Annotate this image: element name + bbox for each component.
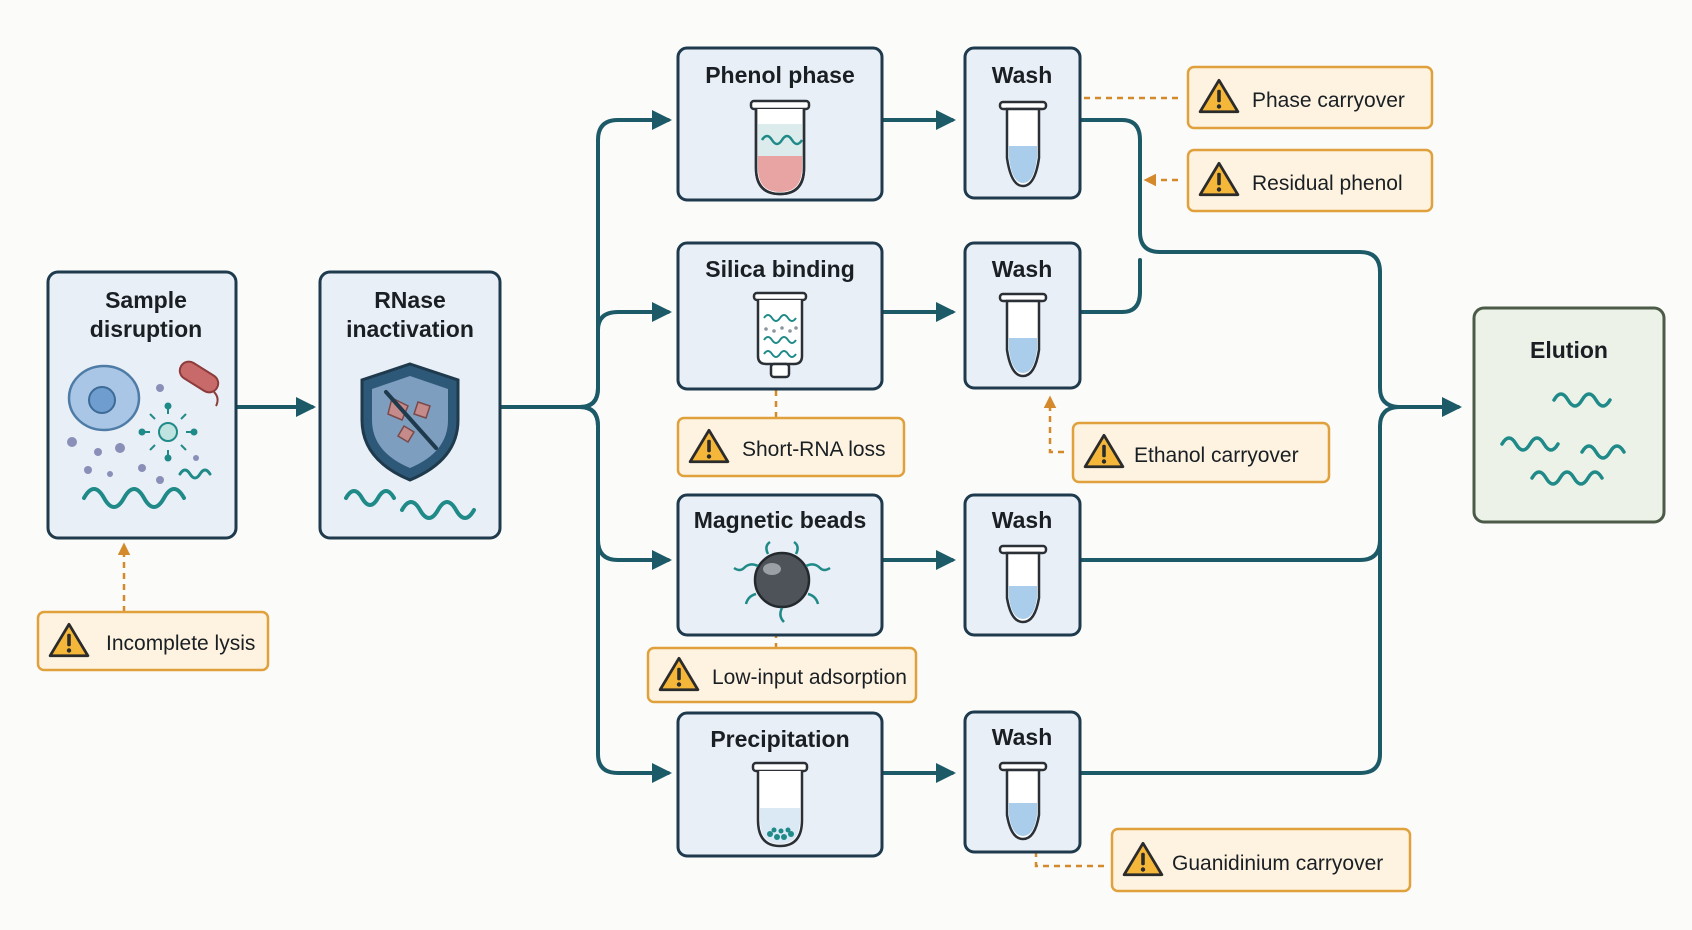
node-title-magnetic: Magnetic beads <box>694 507 867 533</box>
pellet-tube-icon <box>751 761 809 848</box>
merge-wash-1 <box>1078 118 1462 417</box>
node-title-silica: Silica binding <box>705 256 855 282</box>
node-title-sample-line1: Sample <box>105 287 187 313</box>
node-title-wash-1: Wash <box>992 62 1053 88</box>
node-title-rnase-line1: RNase <box>374 287 446 313</box>
node-title-phenol: Phenol phase <box>705 62 855 88</box>
node-precipitation: Precipitation <box>676 711 884 858</box>
node-rnase-inactivation: RNase inactivation <box>318 270 502 540</box>
flow-connectors <box>234 110 1462 783</box>
merge-wash-2 <box>1078 258 1142 314</box>
warning-text-phase-carryover: Phase carryover <box>1252 89 1405 112</box>
arrow-to-magnetic <box>578 405 672 570</box>
shield-icon <box>360 362 460 482</box>
bacterium-icon <box>178 360 220 407</box>
node-magnetic-beads: Magnetic beads <box>676 493 884 637</box>
node-silica-binding: Silica binding <box>676 241 884 391</box>
link-ethanol-carryover <box>1043 395 1064 454</box>
debris-icon <box>67 384 199 484</box>
merge-wash-4 <box>1078 424 1382 775</box>
tube-icon <box>998 544 1048 624</box>
node-title-wash-3: Wash <box>992 507 1053 533</box>
node-title-wash-4: Wash <box>992 724 1053 750</box>
phase-tube-icon <box>749 99 811 196</box>
node-title-sample-line2: disruption <box>90 316 202 342</box>
node-sample-disruption: Sample disruption <box>46 270 238 540</box>
warning-residual-phenol: Residual phenol <box>1186 148 1434 213</box>
tube-icon <box>998 761 1048 841</box>
node-title-elution: Elution <box>1530 337 1608 363</box>
tube-icon <box>998 292 1048 378</box>
arrow-to-precipitation <box>578 405 672 783</box>
node-title-precipitation: Precipitation <box>710 726 849 752</box>
rna-strand-icon <box>178 468 212 480</box>
warning-text-incomplete-lysis: Incomplete lysis <box>106 632 255 655</box>
warning-text-short-rna-loss: Short-RNA loss <box>742 438 886 461</box>
node-phenol-phase: Phenol phase <box>676 46 884 202</box>
node-wash-2: Wash <box>963 241 1082 390</box>
warning-text-low-input: Low-input adsorption <box>712 666 907 689</box>
warning-low-input-adsorption: Low-input adsorption <box>646 646 918 704</box>
node-title-wash-2: Wash <box>992 256 1053 282</box>
arrow-to-phenol <box>578 110 672 409</box>
warning-phase-carryover: Phase carryover <box>1186 65 1434 130</box>
warning-text-ethanol-carryover: Ethanol carryover <box>1134 444 1299 467</box>
warning-ethanol-carryover: Ethanol carryover <box>1071 421 1331 484</box>
cell-icon <box>67 364 141 432</box>
node-elution: Elution <box>1472 306 1666 524</box>
warning-connectors <box>117 96 1178 868</box>
link-guanidinium <box>1034 840 1106 868</box>
rna-strand-icon <box>400 500 476 520</box>
tube-icon <box>998 100 1048 188</box>
warning-incomplete-lysis: Incomplete lysis <box>36 610 270 672</box>
rna-strand-icon <box>82 487 186 509</box>
warning-text-residual-phenol: Residual phenol <box>1252 172 1403 195</box>
rna-strand-icon <box>1500 392 1626 486</box>
rna-strand-icon <box>344 489 396 507</box>
node-wash-1: Wash <box>963 46 1082 200</box>
arrow-to-silica <box>578 302 672 409</box>
node-wash-3: Wash <box>963 493 1082 637</box>
spin-column-icon <box>752 291 808 379</box>
node-title-rnase-line2: inactivation <box>346 316 474 342</box>
warning-short-rna-loss: Short-RNA loss <box>676 416 906 478</box>
warning-text-guanidinium: Guanidinium carryover <box>1172 852 1383 875</box>
virus-icon <box>138 402 198 462</box>
node-wash-4: Wash <box>963 710 1082 854</box>
warning-guanidinium-carryover: Guanidinium carryover <box>1110 827 1412 893</box>
magnetic-bead-icon <box>733 540 831 623</box>
